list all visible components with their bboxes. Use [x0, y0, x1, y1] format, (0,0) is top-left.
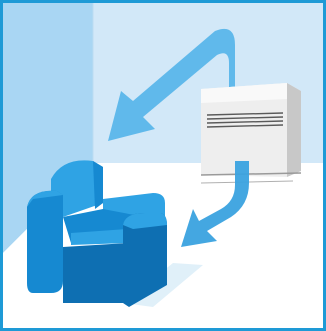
armchair [27, 160, 203, 307]
left-wall [3, 3, 93, 253]
ac-airflow-illustration [3, 3, 323, 328]
upper-airflow-arrow [108, 28, 235, 141]
lower-airflow-arrow [181, 161, 249, 247]
vent-lines [206, 112, 284, 128]
air-conditioner-unit [200, 83, 302, 184]
